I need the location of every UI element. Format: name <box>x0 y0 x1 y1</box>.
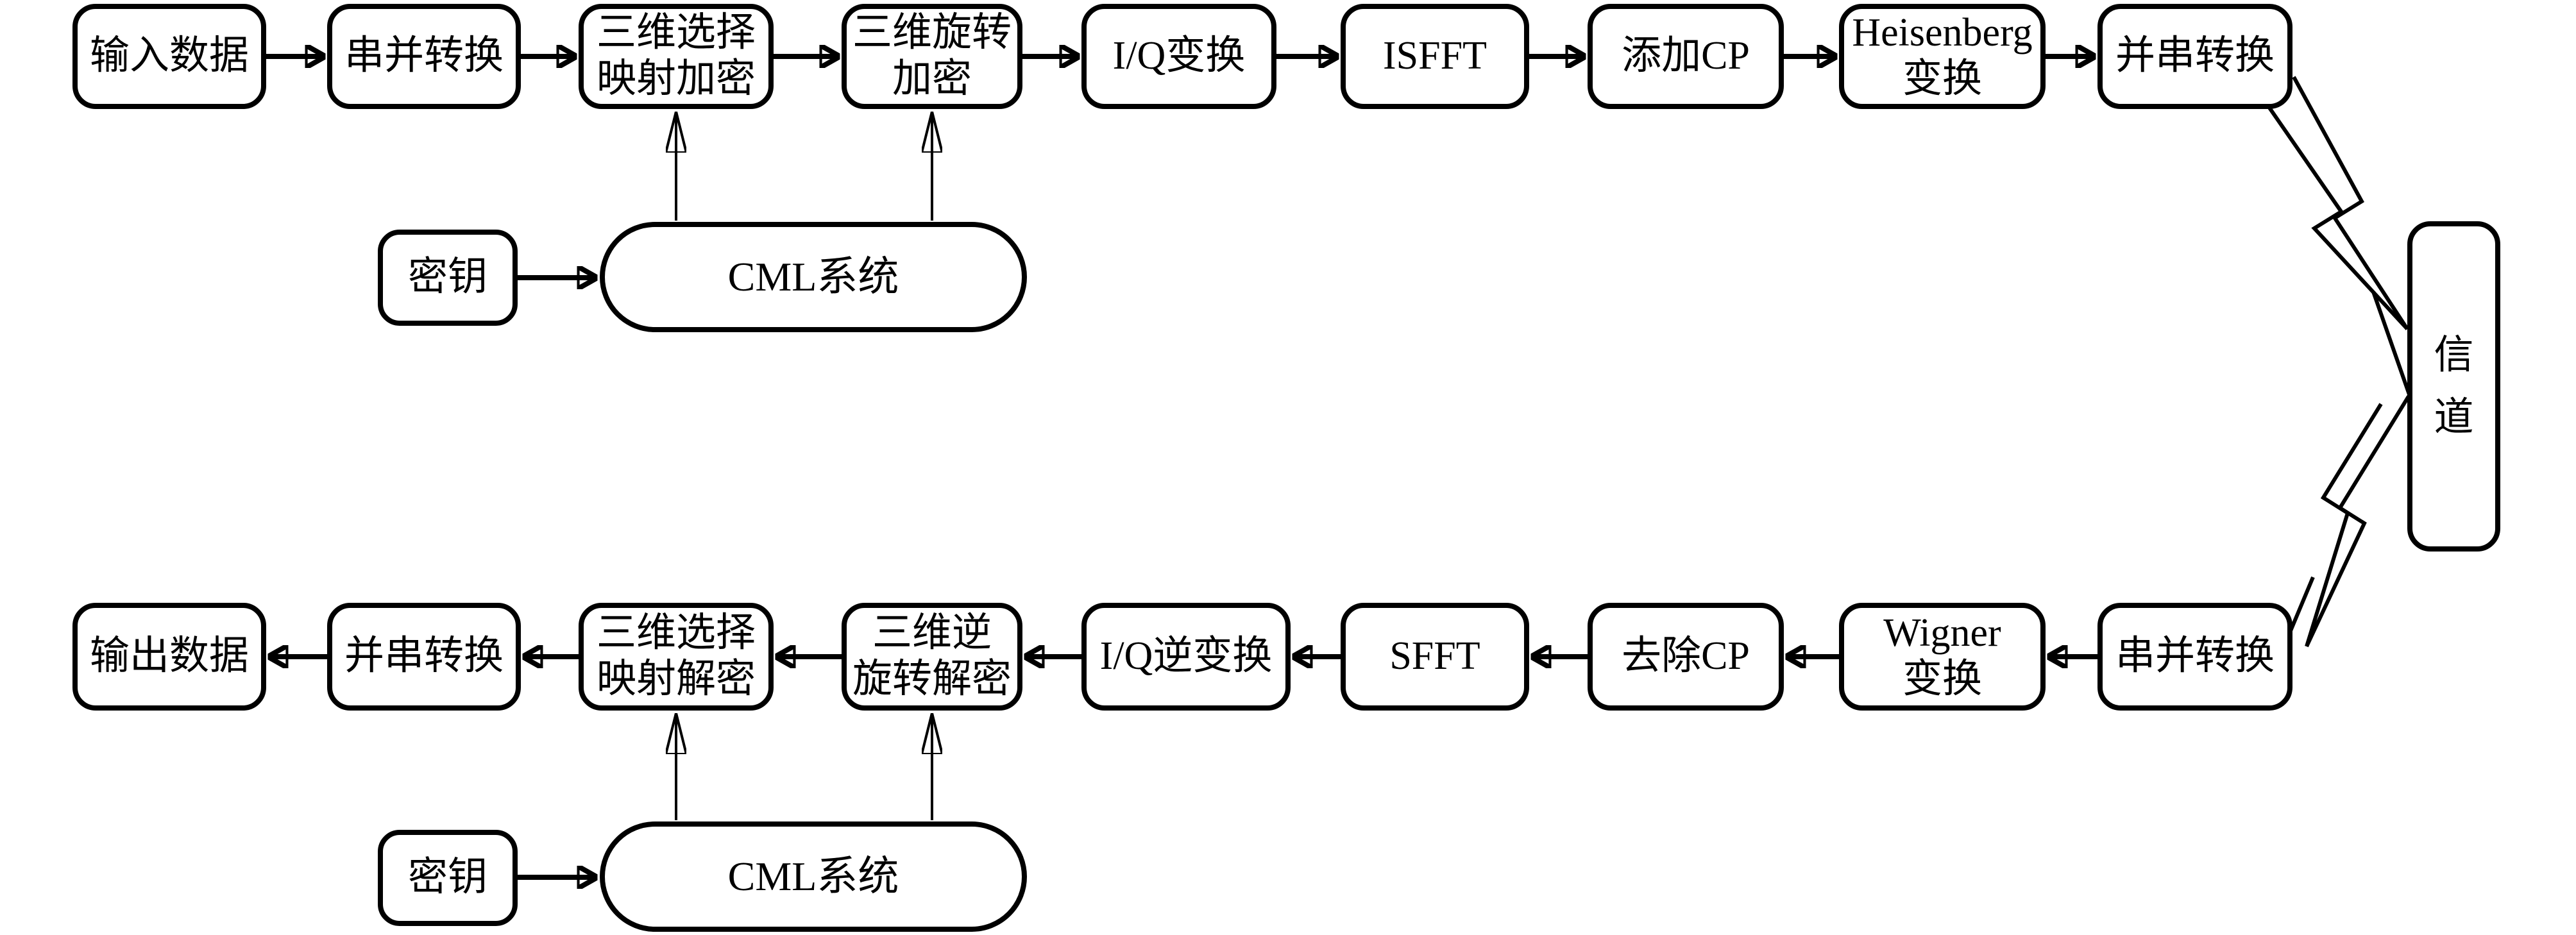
block-isfft: ISFFT <box>1341 4 1529 109</box>
block-heisenberg-transform: Heisenberg 变换 <box>1839 4 2046 109</box>
block-iq-inverse-transform: I/Q逆变换 <box>1081 603 1291 711</box>
block-key-tx: 密钥 <box>378 230 518 326</box>
block-input-data: 输入数据 <box>72 4 266 109</box>
block-channel: 信 道 <box>2407 221 2500 552</box>
block-3d-slm-encrypt: 三维选择 映射加密 <box>579 4 774 109</box>
block-cml-system-tx: CML系统 <box>600 222 1027 332</box>
block-parallel-to-serial-tx: 并串转换 <box>2097 4 2292 109</box>
block-key-rx: 密钥 <box>378 830 518 926</box>
lightning-bolt-rx <box>2282 395 2411 649</box>
block-wigner-transform: Wigner 变换 <box>1839 603 2046 711</box>
block-sfft: SFFT <box>1341 603 1529 711</box>
block-serial-to-parallel-tx: 串并转换 <box>327 4 521 109</box>
lightning-bolt-tx <box>2267 76 2412 397</box>
block-add-cp: 添加CP <box>1588 4 1784 109</box>
block-serial-to-parallel-rx: 串并转换 <box>2097 603 2292 711</box>
block-3d-rotation-encrypt: 三维旋转 加密 <box>842 4 1022 109</box>
block-iq-transform: I/Q变换 <box>1081 4 1276 109</box>
block-3d-rotation-decrypt: 三维逆 旋转解密 <box>842 603 1022 711</box>
block-cml-system-rx: CML系统 <box>600 821 1027 932</box>
block-remove-cp: 去除CP <box>1588 603 1784 711</box>
block-output-data: 输出数据 <box>72 603 266 711</box>
block-parallel-to-serial-rx: 并串转换 <box>327 603 521 711</box>
block-3d-slm-decrypt: 三维选择 映射解密 <box>579 603 774 711</box>
